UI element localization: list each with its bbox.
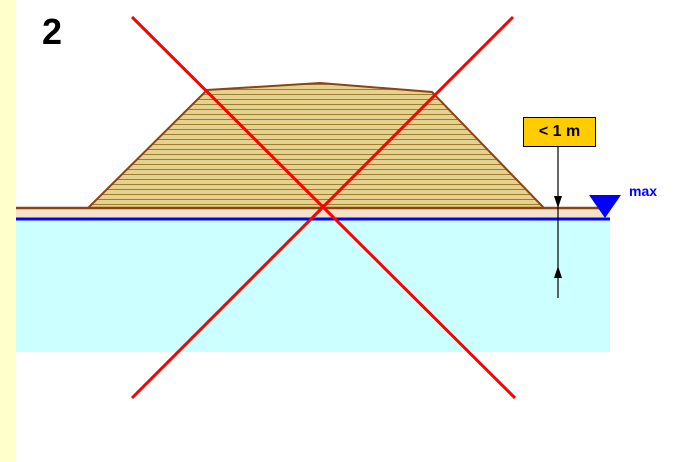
depth-label: < 1 m	[523, 117, 596, 147]
panel-number: 2	[42, 11, 63, 52]
inverted-triangle-icon	[589, 195, 621, 218]
arrow-up-icon	[554, 266, 562, 278]
arrow-down-icon	[554, 196, 562, 208]
water-body	[16, 219, 610, 352]
ground-layer	[16, 208, 610, 219]
cross-line-2	[130, 15, 515, 400]
water-level-label: max	[629, 183, 658, 199]
